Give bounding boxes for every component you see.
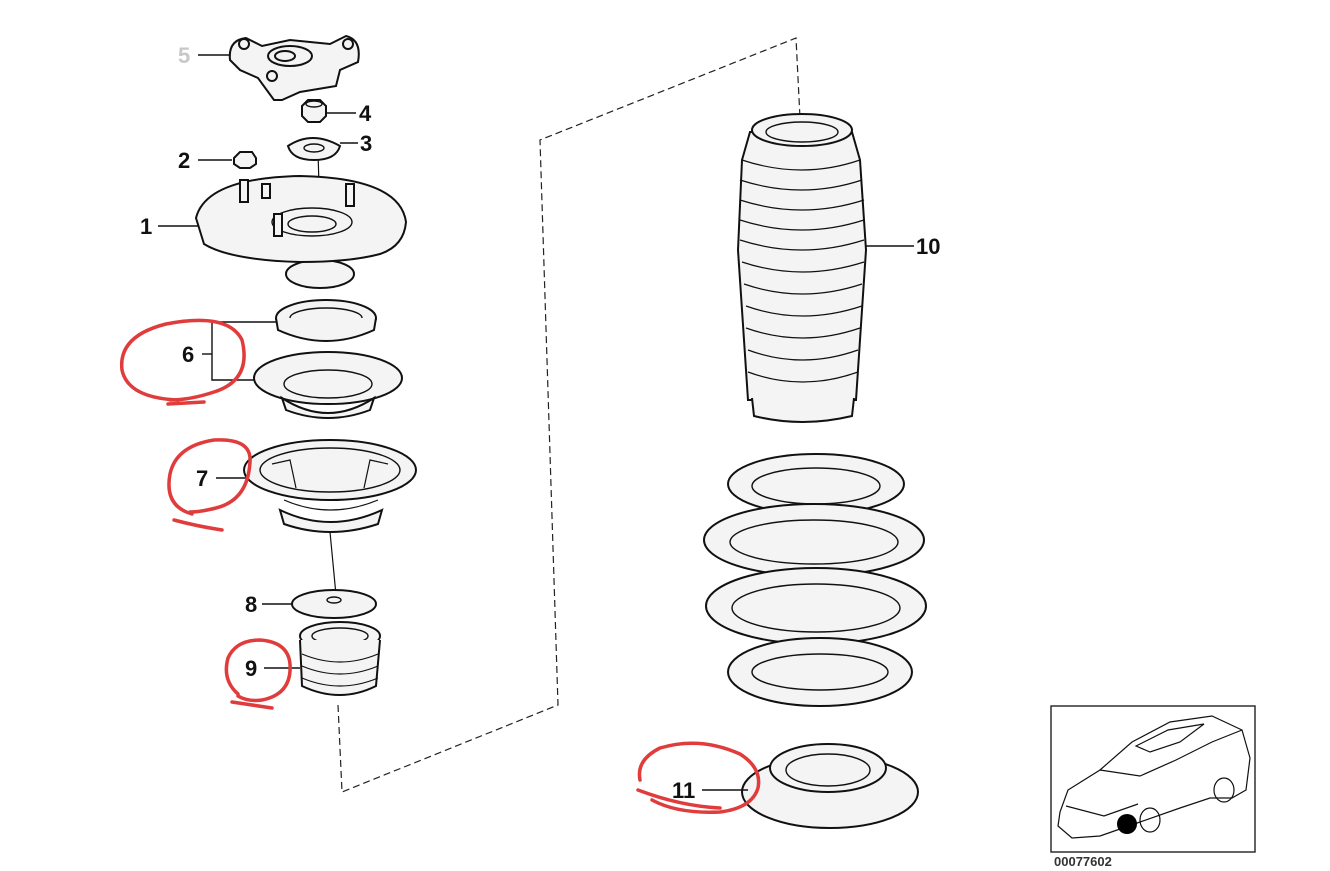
part-1-strut-mount (194, 174, 408, 289)
part-7-spring-support (243, 439, 417, 533)
callout-label-4: 4 (359, 101, 372, 126)
callout-label-7: 7 (196, 466, 208, 491)
callout-label-11: 11 (672, 778, 695, 803)
part-coil-spring (703, 453, 927, 707)
callout-label-6: 6 (182, 342, 194, 367)
part-3-washer (286, 137, 342, 162)
callout-label-10: 10 (916, 234, 940, 259)
callout-label-8: 8 (245, 592, 257, 617)
callout-labels: 5 4 3 2 1 6 7 8 9 10 11 (140, 43, 940, 803)
part-9-bump-stop (299, 621, 381, 696)
highlight-circle-7 (167, 438, 252, 532)
car-location-icon (1057, 715, 1251, 839)
highlight-marks (120, 318, 761, 814)
assembly-guide-lines (317, 37, 801, 793)
part-4-nut (301, 99, 327, 123)
inset-caption: 00077602 (1054, 854, 1112, 866)
callout-label-1: 1 (140, 214, 152, 239)
part-5-strut-mount-cap (228, 34, 360, 101)
callout-label-2: 2 (178, 148, 190, 173)
highlight-circle-11 (636, 741, 761, 814)
part-10-dust-boot (736, 113, 868, 423)
highlight-circle-9 (224, 638, 292, 710)
highlight-circle-6 (120, 318, 246, 406)
part-6-bearing-and-seat (253, 299, 403, 419)
part-2-small-nut (233, 151, 257, 169)
callout-label-3: 3 (360, 131, 372, 156)
callout-label-5: 5 (178, 43, 190, 68)
part-11-lower-spring-pad (741, 743, 919, 829)
part-8-washer (291, 589, 377, 619)
location-marker-icon (1117, 814, 1137, 834)
car-location-inset: 00077602 (1050, 705, 1256, 869)
callout-label-9: 9 (245, 656, 257, 681)
